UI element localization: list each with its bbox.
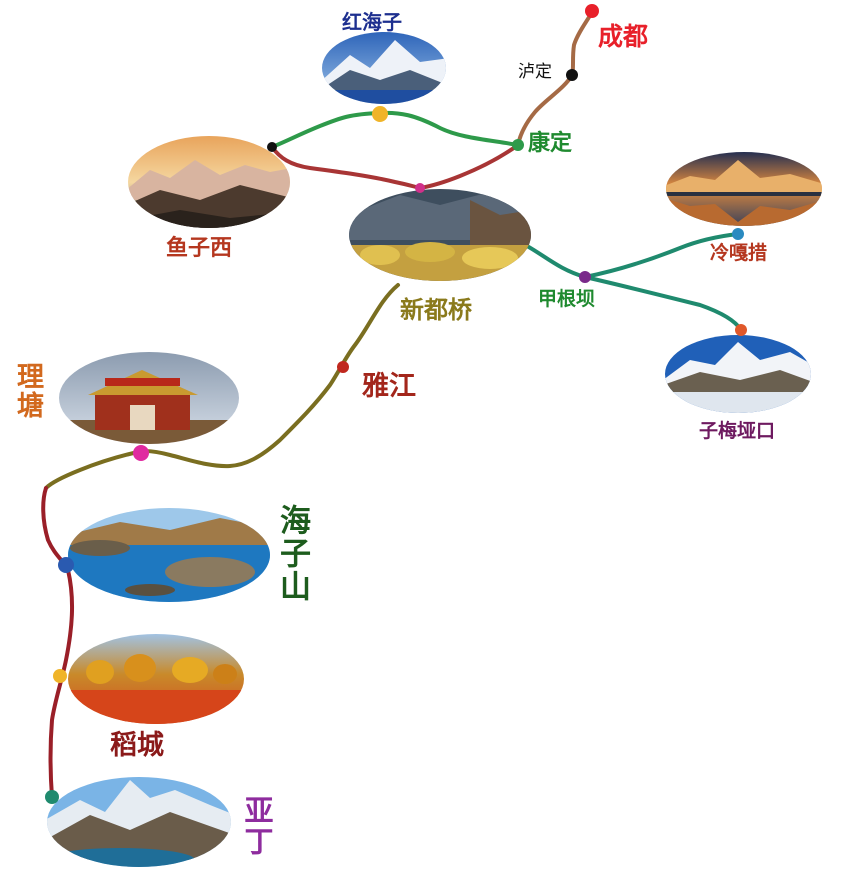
luding-label: 泸定 xyxy=(518,62,552,82)
route-litang-yading xyxy=(41,486,75,799)
lengga-cuo-photo xyxy=(666,152,822,226)
lengga-cuo-label: 冷嘎措 xyxy=(710,242,768,264)
yuzixi-label: 鱼子西 xyxy=(166,236,233,261)
yajiang-dot xyxy=(337,361,349,373)
kangding-dot xyxy=(512,139,524,151)
route-xinduqiao-yajiang-litang xyxy=(44,283,400,490)
xinduqiao-label: 新都桥 xyxy=(400,296,472,324)
xinduqiao-photo xyxy=(349,189,531,281)
jiagenba-label: 甲根坝 xyxy=(538,288,596,310)
route-xinduqiao-jiagenba xyxy=(525,244,587,279)
haizishan-label: 海子山 xyxy=(274,504,310,603)
zimei-yakou-dot xyxy=(735,324,747,336)
luding-dot xyxy=(566,69,578,81)
jiagenba-dot xyxy=(579,271,591,283)
yading-dot xyxy=(45,790,59,804)
haizishan-dot xyxy=(58,557,74,573)
litang-dot xyxy=(133,445,149,461)
kangding-label: 康定 xyxy=(528,131,573,156)
zimei-yakou-label: 子梅垭口 xyxy=(699,420,776,442)
xinduqiao-dot xyxy=(415,183,425,193)
chengdu-label: 成都 xyxy=(598,22,649,51)
hong-haizi-label: 红海子 xyxy=(342,10,402,34)
yajiang-label: 雅江 xyxy=(362,371,416,402)
route-kangding-honghaizi-yuzixi xyxy=(270,110,520,149)
hong-haizi-photo xyxy=(322,32,446,104)
daocheng-label: 稻城 xyxy=(110,730,164,761)
lengga-cuo-dot xyxy=(732,228,744,240)
chengdu-dot xyxy=(585,4,599,18)
route-yuzixi-xinduqiao xyxy=(270,145,422,190)
route-jiagenba-lenggacuo xyxy=(583,232,740,279)
haizishan-photo xyxy=(68,508,270,602)
litang-label: 理塘 xyxy=(12,362,43,420)
yuzixi-photo xyxy=(128,136,290,228)
zimei-yakou-photo xyxy=(665,335,811,413)
route-kangding-xinduqiao xyxy=(418,143,520,190)
yading-photo xyxy=(47,777,231,867)
daocheng-photo xyxy=(68,634,244,724)
hong-haizi-dot xyxy=(372,106,388,122)
route-jiagenba-zimeiyakou xyxy=(583,275,743,332)
yading-label: 亚丁 xyxy=(240,795,274,857)
daocheng-dot xyxy=(53,669,67,683)
litang-photo xyxy=(59,352,239,444)
yuzixi-dot xyxy=(267,142,277,152)
